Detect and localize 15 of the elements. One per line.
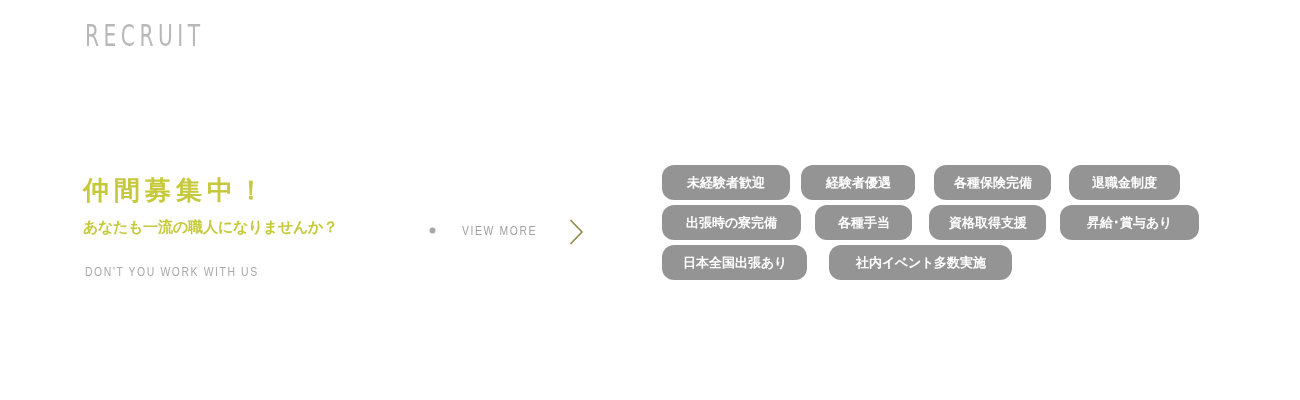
- benefit-tag: 各種手当: [815, 205, 912, 240]
- benefit-tag: 日本全国出張あり: [662, 245, 807, 280]
- benefit-tag: 未経験者歓迎: [662, 165, 790, 200]
- benefit-tag: 出張時の寮完備: [662, 205, 801, 240]
- benefit-tag: 資格取得支援: [929, 205, 1046, 240]
- benefit-tag: 昇給･賞与あり: [1060, 205, 1199, 240]
- subheading: あなたも一流の職人になりませんか？: [83, 218, 338, 237]
- benefit-tag: 各種保険完備: [934, 165, 1051, 200]
- benefit-tag: 経験者優遇: [801, 165, 915, 200]
- benefit-tag: 社内イベント多数実施: [829, 245, 1012, 280]
- section-title: RECRUIT: [85, 18, 205, 53]
- english-subtitle: DON'T YOU WORK WITH US: [85, 264, 259, 279]
- view-more-link: VIEW MORE: [462, 223, 538, 238]
- benefit-tag: 退職金制度: [1069, 165, 1180, 200]
- heading: 仲間募集中！: [83, 174, 269, 207]
